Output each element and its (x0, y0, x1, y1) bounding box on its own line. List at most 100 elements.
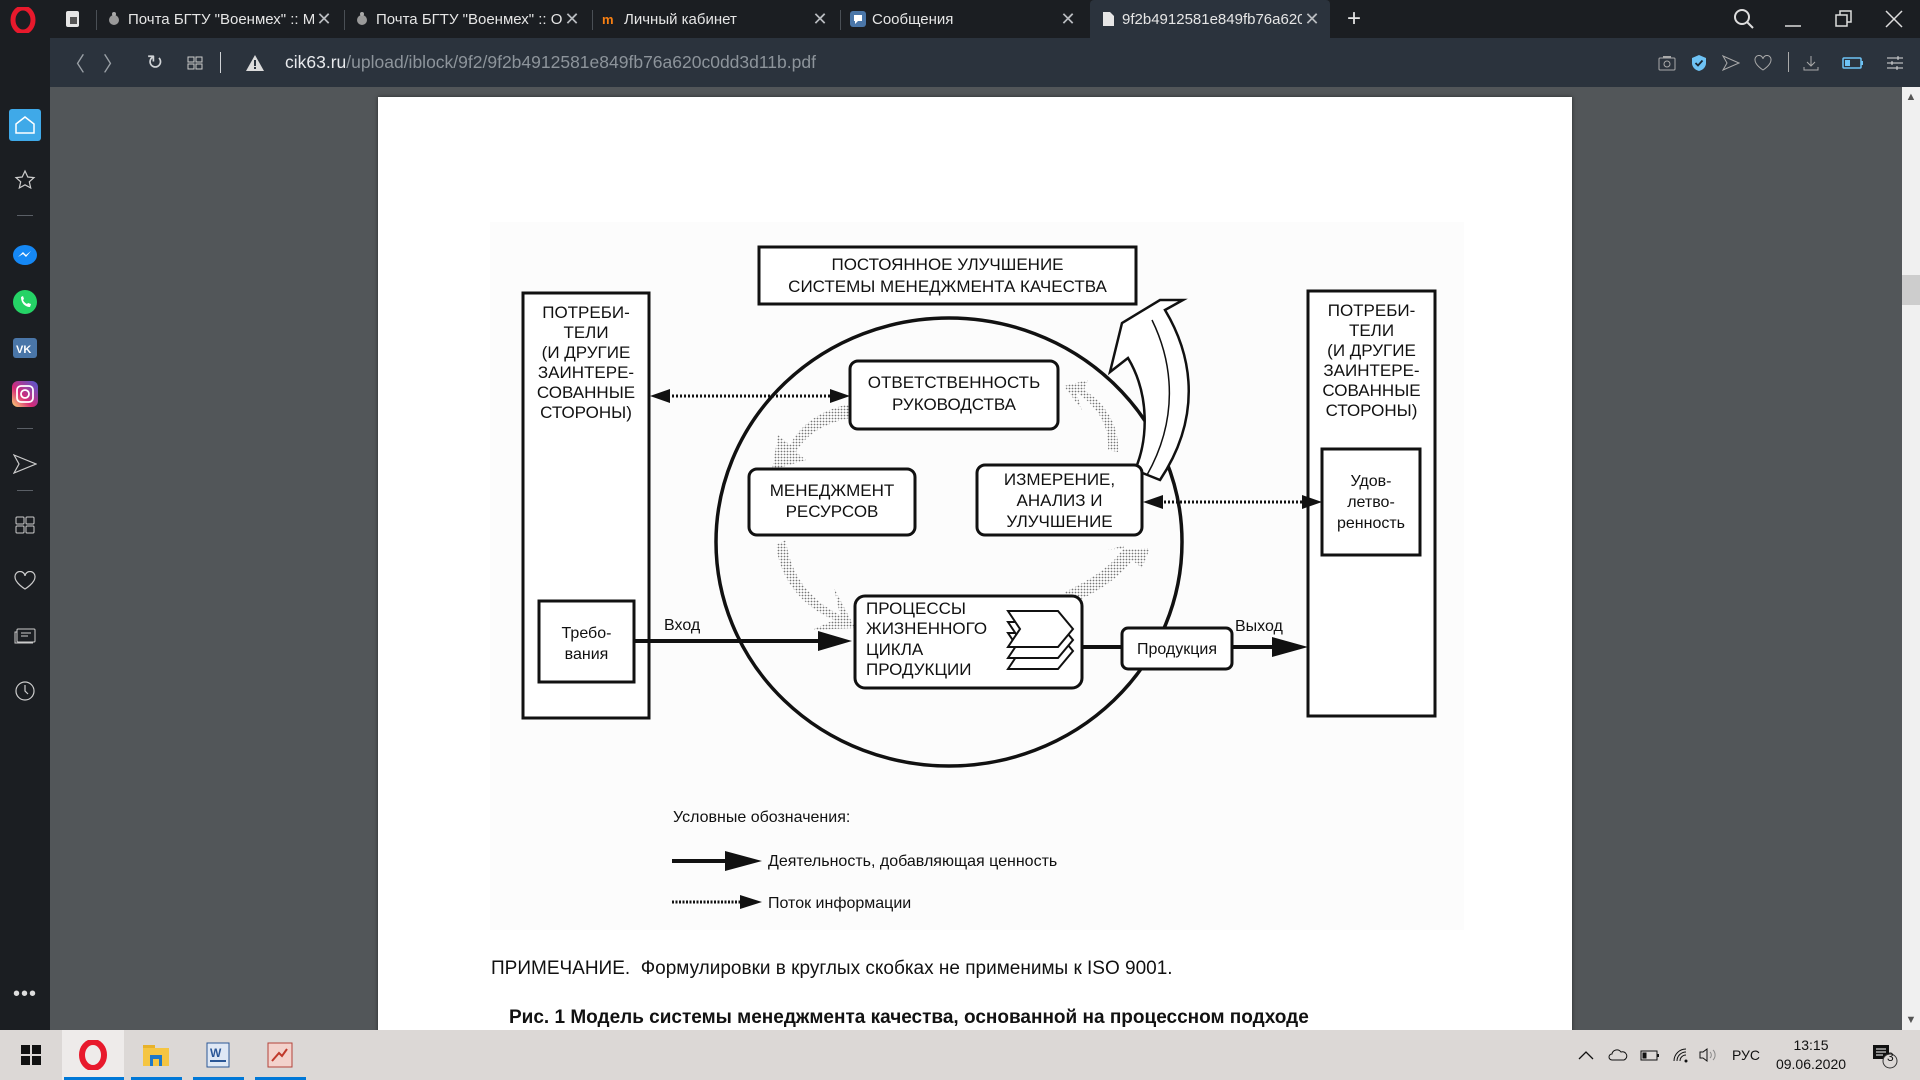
sidebar-bookmarks[interactable] (9, 164, 41, 196)
sidebar-speed-dial[interactable] (9, 109, 41, 141)
start-button[interactable] (0, 1030, 62, 1080)
close-tab-icon[interactable]: ✕ (1304, 8, 1320, 29)
send-to-flow-button[interactable] (1718, 38, 1744, 87)
requirements-line-1: Требо- (562, 625, 612, 642)
windows-logo-icon (21, 1045, 41, 1065)
sidebar-news[interactable] (9, 620, 41, 652)
sidebar-more-button[interactable]: ••• (9, 978, 41, 1010)
clock-time: 13:15 (1793, 1037, 1829, 1053)
customers-right-line: ТЕЛИ (1349, 321, 1394, 340)
requirements-line-2: вания (565, 646, 609, 663)
processes-line-4: ПРОДУКЦИИ (866, 660, 971, 679)
sidebar-speed-dial-grid[interactable] (9, 509, 41, 541)
minimize-button[interactable] (1782, 7, 1806, 31)
search-icon (1734, 9, 1754, 29)
tab-separator (96, 10, 97, 30)
scrollbar-thumb[interactable] (1902, 275, 1920, 305)
tab-separator (840, 10, 841, 30)
info-flow-left-head-right (830, 389, 850, 403)
send-icon (1722, 54, 1740, 71)
easy-setup-button[interactable] (1882, 38, 1908, 87)
network-tray[interactable] (1672, 1030, 1690, 1080)
tab-personal-account[interactable]: m Личный кабинет ✕ (602, 0, 830, 38)
url-field[interactable]: cik63.ru/upload/iblock/9f2/9f2b4912581e8… (285, 38, 816, 87)
pdf-page: ПОСТОЯННОЕ УЛУЧШЕНИЕ СИСТЕМЫ МЕНЕДЖМЕНТА… (378, 97, 1572, 1057)
taskbar-file-explorer[interactable] (128, 1030, 184, 1080)
new-tab-button[interactable]: + (1342, 6, 1366, 32)
close-icon (1885, 10, 1903, 28)
language-indicator[interactable]: РУС (1732, 1030, 1760, 1080)
sidebar-instagram[interactable] (9, 378, 41, 410)
sidebar-bookmarks-heart[interactable] (9, 565, 41, 597)
tab-title: Личный кабинет (624, 10, 737, 28)
measurement-box (975, 463, 1144, 537)
onedrive-tray[interactable] (1608, 1030, 1628, 1080)
notifications-count: 3 (1887, 1050, 1894, 1064)
customers-right-line: ПОТРЕБИ- (1328, 301, 1416, 320)
battery-saver-button[interactable] (1840, 38, 1866, 87)
taskbar-powerpoint[interactable] (252, 1030, 308, 1080)
flow-arrow-measurement-to-management (1064, 380, 1119, 452)
show-hidden-icons[interactable] (1578, 1030, 1594, 1080)
speed-dial-button[interactable] (180, 38, 210, 87)
close-tab-icon[interactable]: ✕ (316, 8, 332, 29)
customers-right-line: ЗАИНТЕРЕ- (1323, 361, 1419, 380)
sidebar-messenger[interactable] (9, 240, 41, 272)
forward-button[interactable]: 〉 (98, 38, 128, 87)
chevron-right-icon: 〉 (103, 54, 123, 76)
taskbar-opera[interactable] (62, 1030, 124, 1080)
input-label: Вход (664, 617, 701, 634)
resource-management-box (747, 467, 917, 537)
tab-pdf-active[interactable]: 9f2b4912581e849fb76a620 ✕ (1090, 0, 1330, 38)
measurement-line-3: УЛУЧШЕНИЕ (1006, 512, 1112, 531)
scroll-down-icon[interactable]: ▼ (1905, 1014, 1917, 1026)
opera-menu-button[interactable] (10, 5, 36, 35)
tab-menu-button[interactable] (64, 10, 82, 28)
wifi-icon (1673, 1048, 1688, 1063)
tab-title: 9f2b4912581e849fb76a620 (1122, 10, 1302, 28)
battery-tray[interactable] (1640, 1030, 1660, 1080)
sidebar-history[interactable] (9, 675, 41, 707)
volume-tray[interactable] (1698, 1030, 1720, 1080)
toolbar-separator (1788, 52, 1789, 72)
speaker-icon (1699, 1048, 1716, 1062)
legend-solid-label: Деятельность, добавляющая ценность (768, 853, 1057, 870)
taskbar-word[interactable]: W (190, 1030, 246, 1080)
search-tabs-button[interactable] (1732, 7, 1756, 31)
qms-diagram: ПОСТОЯННОЕ УЛУЧШЕНИЕ СИСТЕМЫ МЕНЕДЖМЕНТА… (490, 222, 1464, 1028)
sidebar-separator (17, 490, 33, 491)
close-tab-icon[interactable]: ✕ (564, 8, 580, 29)
close-window-button[interactable] (1882, 7, 1906, 31)
clock[interactable]: 13:15 09.06.2020 (1776, 1030, 1846, 1080)
minimize-icon (1785, 25, 1801, 27)
sidebar-my-flow[interactable] (9, 448, 41, 480)
more-icon: ••• (12, 982, 37, 1005)
bookmark-button[interactable] (1750, 38, 1776, 87)
tab-mail-1[interactable]: Почта БГТУ "Военмех" :: М ✕ (106, 0, 334, 38)
tab-messages[interactable]: Сообщения ✕ (850, 0, 1078, 38)
running-indicator (131, 1077, 182, 1080)
tab-mail-2[interactable]: Почта БГТУ "Военмех" :: О ✕ (354, 0, 582, 38)
clock-date: 09.06.2020 (1775, 1056, 1847, 1072)
send-icon (13, 454, 37, 474)
vpn-adblock-button[interactable] (1686, 38, 1712, 87)
site-info-button[interactable] (240, 38, 270, 87)
back-button[interactable]: 〈 (60, 38, 90, 87)
sidebar-whatsapp[interactable] (9, 286, 41, 318)
vertical-scrollbar[interactable]: ▲ ▼ (1902, 87, 1920, 1030)
reload-button[interactable]: ↻ (140, 38, 170, 87)
url-domain: cik63.ru (285, 52, 347, 72)
snapshot-button[interactable] (1654, 38, 1680, 87)
opera-icon (79, 1040, 107, 1070)
action-center-button[interactable]: 3 (1870, 1030, 1900, 1080)
legend-title: Условные обозначения: (673, 809, 850, 826)
flow-arrow-management-to-resources (772, 404, 850, 470)
downloads-button[interactable] (1798, 38, 1824, 87)
close-tab-icon[interactable]: ✕ (1060, 8, 1076, 29)
restore-button[interactable] (1832, 7, 1856, 31)
measurement-line-2: АНАЛИЗ И (1017, 491, 1103, 510)
scroll-up-icon[interactable]: ▲ (1905, 91, 1917, 103)
close-tab-icon[interactable]: ✕ (812, 8, 828, 29)
file-explorer-icon (143, 1045, 169, 1066)
sidebar-vk[interactable]: VK (9, 332, 41, 364)
